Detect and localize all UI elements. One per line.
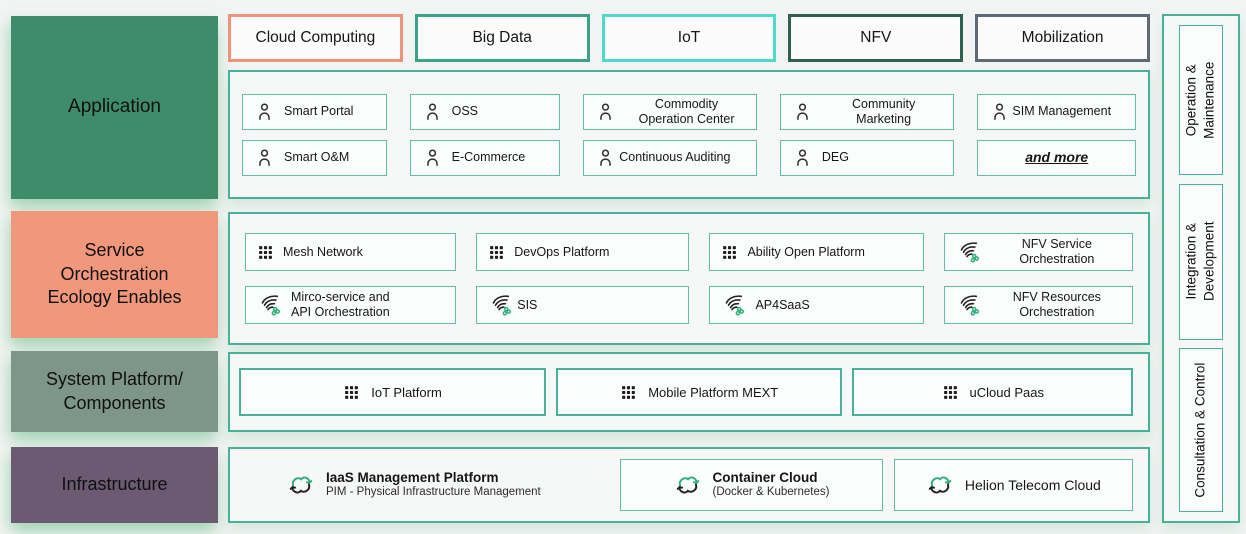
layer-label-system-platform: System Platform/ Components xyxy=(11,351,218,432)
svc-item-micro-service-api-orchestration: Mirco-service and API Orchestration xyxy=(245,286,457,324)
person-icon xyxy=(792,101,813,122)
lifecycle-label: Consultation & Control xyxy=(1192,362,1208,498)
layer-label-infrastructure: Infrastructure xyxy=(11,447,218,523)
app-item-label: and more xyxy=(1025,149,1089,166)
infra-item-title: Container Cloud xyxy=(712,470,818,485)
app-item-smart-om: Smart O&M xyxy=(242,139,387,176)
svc-item-label: NFV Resources Orchestration xyxy=(1012,290,1101,319)
app-item-smart-portal: Smart Portal xyxy=(242,93,387,130)
infra-item-container-cloud: Container Cloud (Docker & Kubernetes) xyxy=(620,459,883,511)
cycle-icon xyxy=(674,471,702,499)
lifecycle-operation-maintenance: Operation & Maintenance xyxy=(1179,25,1223,175)
app-item-commodity-operation-center: Commodity Operation Center xyxy=(583,93,757,130)
app-item-and-more: and more xyxy=(977,139,1136,176)
stream-icon xyxy=(488,293,513,318)
svc-item-devops-platform: DevOps Platform xyxy=(476,233,690,271)
svc-item-label: SIS xyxy=(517,297,538,312)
domain-mobilization: Mobilization xyxy=(975,14,1150,62)
person-icon xyxy=(595,101,616,122)
system-platform-section: IoT Platform Mobile Platform MEXT uCloud… xyxy=(228,352,1150,432)
app-item-e-commerce: E-Commerce xyxy=(409,139,561,176)
lifecycle-label: Operation & Maintenance xyxy=(1183,61,1217,139)
grid-icon xyxy=(257,244,274,261)
sys-item-iot-platform: IoT Platform xyxy=(239,368,547,416)
person-icon xyxy=(422,101,443,122)
grid-icon xyxy=(942,384,959,401)
lifecycle-column: Operation & Maintenance Integration & De… xyxy=(1162,14,1240,523)
app-item-continuous-auditing: Continuous Auditing xyxy=(583,139,757,176)
stream-icon xyxy=(257,293,282,318)
sys-item-mobile-platform-mext: Mobile Platform MEXT xyxy=(556,368,843,416)
svc-item-label: Ability Open Platform xyxy=(747,244,865,259)
app-item-label: OSS xyxy=(451,104,479,118)
service-orchestration-section: Mesh Network DevOps Platform Ability Ope… xyxy=(228,212,1150,345)
infra-item-title: IaaS Management Platform xyxy=(326,470,499,485)
svc-item-ap4saas: AP4SaaS xyxy=(709,286,924,324)
lifecycle-integration-development: Integration & Development xyxy=(1179,183,1223,340)
person-icon xyxy=(595,147,616,168)
infra-item-title: Helion Telecom Cloud xyxy=(964,476,1101,493)
app-item-label: E-Commerce xyxy=(451,150,526,164)
infra-item-subtitle: (Docker & Kubernetes) xyxy=(712,486,830,499)
person-icon xyxy=(989,101,1010,122)
domain-iot: IoT xyxy=(601,14,777,62)
app-item-label: Smart O&M xyxy=(284,150,350,164)
grid-icon xyxy=(721,244,738,261)
stream-icon xyxy=(956,240,981,265)
grid-icon xyxy=(488,244,505,261)
sys-item-ucloud-paas: uCloud Paas xyxy=(852,368,1134,416)
domain-bar: Cloud Computing Big Data IoT NFV Mobiliz… xyxy=(228,14,1150,62)
person-icon xyxy=(254,147,275,168)
app-item-label: Continuous Auditing xyxy=(619,150,731,164)
infrastructure-section: IaaS Management Platform PIM - Physical … xyxy=(228,447,1150,523)
grid-icon xyxy=(343,384,360,401)
infra-item-text: IaaS Management Platform PIM - Physical … xyxy=(326,470,541,500)
app-item-community-marketing: Community Marketing xyxy=(779,93,955,130)
svc-item-label: Mirco-service and API Orchestration xyxy=(291,290,390,319)
infra-item-subtitle: PIM - Physical Infrastructure Management xyxy=(326,486,541,499)
app-item-label: Smart Portal xyxy=(284,104,354,118)
app-item-label: Community Marketing xyxy=(852,96,916,126)
infra-item-helion-telecom-cloud: Helion Telecom Cloud xyxy=(893,459,1133,511)
person-icon xyxy=(792,147,813,168)
svc-item-mesh-network: Mesh Network xyxy=(245,233,457,271)
infra-item-iaas-management-platform: IaaS Management Platform PIM - Physical … xyxy=(245,459,609,511)
layer-label-service-orchestration: Service Orchestration Ecology Enables xyxy=(11,211,218,338)
infra-item-text: Container Cloud (Docker & Kubernetes) xyxy=(713,470,830,500)
cycle-icon xyxy=(926,471,954,499)
svc-item-nfv-service-orchestration: NFV Service Orchestration xyxy=(943,233,1133,271)
infra-item-text: Helion Telecom Cloud xyxy=(965,477,1101,494)
app-item-sim-management: SIM Management xyxy=(977,93,1136,130)
sys-item-label: IoT Platform xyxy=(371,384,442,400)
app-item-label: SIM Management xyxy=(1012,104,1112,118)
svc-item-label: NFV Service Orchestration xyxy=(1019,237,1095,266)
application-section: Smart Portal OSS Commodity Operation Cen… xyxy=(228,70,1150,199)
lifecycle-consultation-control: Consultation & Control xyxy=(1179,348,1223,512)
svc-item-label: DevOps Platform xyxy=(514,244,610,259)
sys-item-label: uCloud Paas xyxy=(969,384,1044,400)
svc-item-sis: SIS xyxy=(476,286,690,324)
svc-item-ability-open-platform: Ability Open Platform xyxy=(709,233,924,271)
layer-label-application: Application xyxy=(11,16,218,199)
app-item-oss: OSS xyxy=(409,93,561,130)
grid-icon xyxy=(620,384,637,401)
app-item-label: Commodity Operation Center xyxy=(638,96,735,126)
svc-item-label: Mesh Network xyxy=(283,244,363,259)
svc-item-label: AP4SaaS xyxy=(755,297,810,312)
person-icon xyxy=(254,101,275,122)
cycle-icon xyxy=(287,471,315,499)
app-item-deg: DEG xyxy=(779,139,955,176)
lifecycle-label: Integration & Development xyxy=(1183,221,1218,302)
app-item-label: DEG xyxy=(821,150,849,164)
person-icon xyxy=(422,147,443,168)
sys-item-label: Mobile Platform MEXT xyxy=(648,384,779,400)
stream-icon xyxy=(956,293,981,318)
domain-nfv: NFV xyxy=(788,14,964,62)
domain-cloud-computing: Cloud Computing xyxy=(228,14,403,62)
stream-icon xyxy=(721,293,746,318)
svc-item-nfv-resources-orchestration: NFV Resources Orchestration xyxy=(943,286,1133,324)
domain-big-data: Big Data xyxy=(414,14,590,62)
